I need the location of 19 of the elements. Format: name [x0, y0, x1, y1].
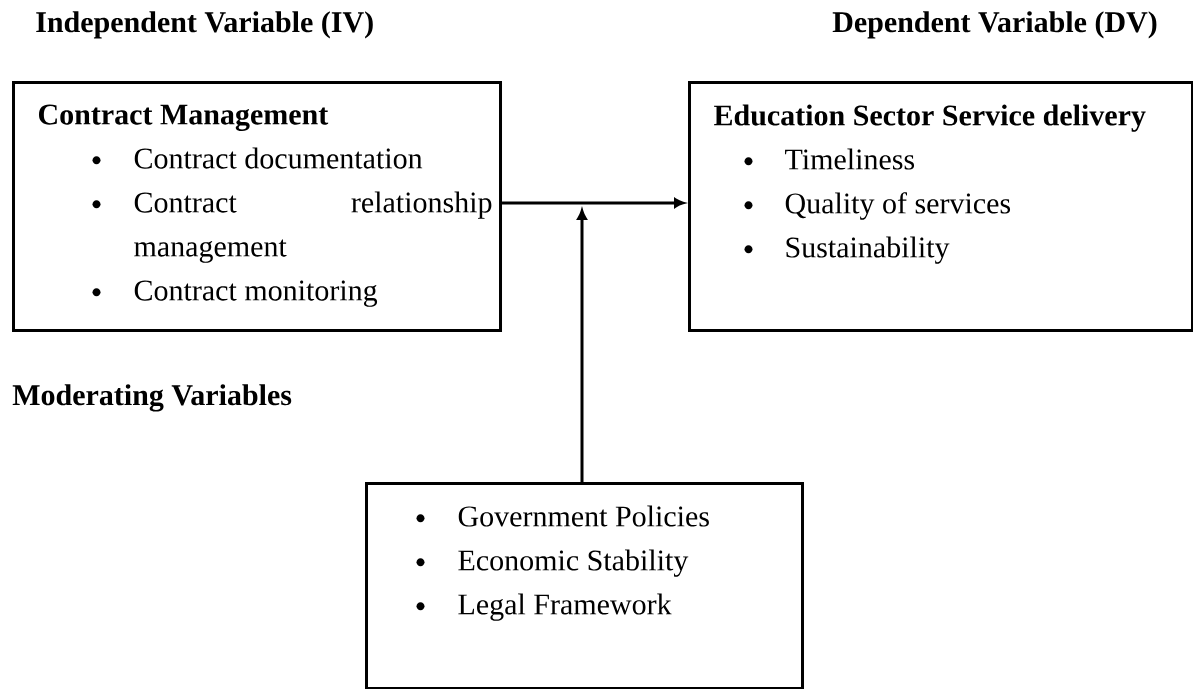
variable-box — [12, 81, 502, 332]
bullet-item: Timeliness — [744, 148, 915, 170]
variable-label: Moderating Variables — [12, 384, 292, 412]
bullet-item: Contract monitoring — [92, 280, 378, 307]
variable-box — [365, 482, 804, 689]
bullet-item: Quality of services — [744, 192, 1011, 220]
bullet-item: Government Policies — [416, 505, 709, 527]
variable-label: Independent Variable (IV) — [36, 11, 373, 39]
variable-box — [688, 81, 1193, 332]
arrow — [577, 209, 587, 482]
bullet-item: Legal Framework — [416, 593, 672, 621]
bullet-item: Economic Stability — [416, 549, 689, 577]
arrow — [502, 198, 685, 208]
box-heading: Contract Management — [39, 104, 329, 131]
bullet-item: Contract documentation — [92, 147, 423, 169]
bullet-item: Contract relationship management — [92, 191, 492, 263]
bullet-item: Sustainability — [744, 236, 950, 264]
box-heading: Education Sector Service delivery — [714, 104, 1146, 132]
variable-label: Dependent Variable (DV) — [832, 11, 1157, 39]
